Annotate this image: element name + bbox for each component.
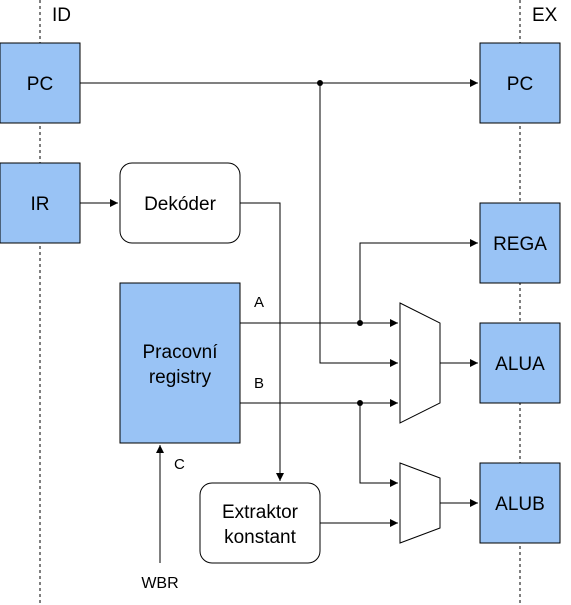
junction-b [357, 400, 363, 406]
ex-alua-label: ALUA [495, 354, 545, 375]
wire-pc-to-alua-mux [319, 83, 398, 367]
ex-alua-register [479, 322, 561, 404]
register-file-block [119, 282, 241, 444]
register-file-label-line2: registry [149, 367, 212, 388]
id-ir-register [0, 162, 81, 244]
wire-decoder-to-extractor [240, 202, 284, 481]
port-c-label: C [174, 456, 185, 473]
junction-pc [317, 80, 323, 86]
id-pc-register [0, 42, 81, 124]
alub-multiplexer [399, 462, 441, 544]
constant-extractor-block [199, 482, 321, 564]
wire-b-to-alub-mux [359, 403, 398, 487]
wire-a-to-rega [359, 239, 478, 323]
ex-alub-label: ALUB [495, 494, 545, 515]
ex-pc-register [479, 42, 561, 124]
alua-multiplexer [399, 302, 441, 424]
wires [80, 79, 478, 563]
port-b-label: B [254, 375, 264, 392]
ex-rega-register [479, 202, 561, 284]
decoder-label: Dekóder [144, 194, 216, 215]
junction-a [357, 320, 363, 326]
ex-alub-register [479, 462, 561, 544]
decoder-block [119, 162, 241, 244]
id-ir-label: IR [31, 194, 50, 215]
extractor-label-line2: konstant [224, 527, 297, 548]
ex-rega-label: REGA [493, 234, 547, 255]
ex-stage-label: EX [532, 5, 558, 26]
id-pc-label: PC [27, 74, 53, 95]
port-a-label: A [254, 294, 264, 311]
ex-pc-label: PC [507, 74, 533, 95]
id-stage-label: ID [52, 5, 71, 26]
register-file-label-line1: Pracovní [143, 342, 219, 363]
extractor-label-line1: Extraktor [222, 502, 299, 523]
wbr-signal-label: WBR [141, 575, 178, 592]
